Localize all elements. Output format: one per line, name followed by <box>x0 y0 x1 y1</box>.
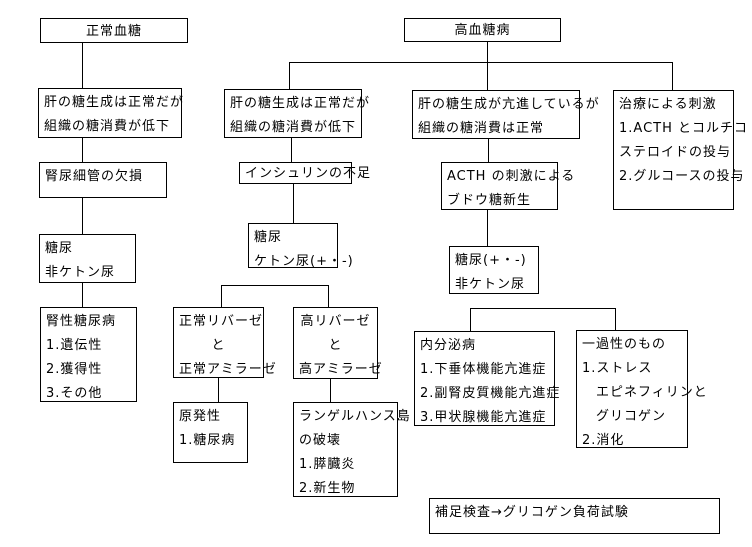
box-primary-diabetes-line-0: 原発性 <box>179 409 222 424</box>
box-endocrine-diseases-line-1: 1.下垂体機能亢進症 <box>420 362 547 377</box>
box-glycosuria-non-ketonuria-left-line-0: 糖尿 <box>45 241 74 256</box>
connector-vertical-7 <box>293 184 294 223</box>
box-acth-gluconeogenesis: ACTH の刺激によるブドウ糖新生 <box>441 162 576 210</box>
box-transient-causes: 一過性のもの 1.ストレス エピネフィリンと グリコゲン 2.消化 <box>576 330 708 448</box>
box-langerhans-islet-destruction-line-3: 2.新生物 <box>299 481 356 496</box>
box-treatment-stimulus-line-0: 治療による刺激 <box>619 97 717 112</box>
connector-vertical-6 <box>291 138 292 162</box>
box-langerhans-islet-destruction-line-1: の破壊 <box>299 433 342 448</box>
box-glycosuria-non-ketonuria-left-line-1: 非ケトン尿 <box>45 265 116 280</box>
box-treatment-stimulus-line-3: 2.グルコースの投与 <box>619 169 745 184</box>
box-renal-tubule-defect: 腎尿細管の欠損 <box>39 162 167 198</box>
box-transient-causes-line-1: 1.ストレス <box>582 361 653 376</box>
box-langerhans-islet-destruction-line-2: 1.膵臓炎 <box>299 457 356 472</box>
box-liver-increased-tissue-normal-line-0: 肝の糖生成が亢進しているが <box>418 97 600 112</box>
connector-vertical-3 <box>82 283 83 307</box>
box-liver-normal-tissue-low-left: 肝の糖生成は正常だが組織の糖消費が低下 <box>38 88 185 138</box>
box-normal-lipase-normal-amylase-line-1: と <box>211 338 226 353</box>
box-langerhans-islet-destruction: ランゲルハンス島の破壊 1.膵臓炎 2.新生物 <box>293 402 411 497</box>
box-acth-gluconeogenesis-line-1: ブドウ糖新生 <box>447 193 532 208</box>
box-transient-causes-line-3: グリコゲン <box>582 409 667 424</box>
box-primary-diabetes-line-1: 1.糖尿病 <box>179 433 236 448</box>
box-liver-normal-tissue-low-mid-line-0: 肝の糖生成は正常だが <box>230 96 371 111</box>
connector-vertical-16 <box>330 379 331 402</box>
box-glycosuria-non-ketonuria-left: 糖尿非ケトン尿 <box>39 234 136 283</box>
box-normal-lipase-normal-amylase: 正常リバーゼと正常アミラーゼ <box>173 307 276 378</box>
box-glycosuria-ketonuria-line-0: 糖尿 <box>254 230 283 245</box>
box-liver-normal-tissue-low-left-line-1: 組織の糖消費が低下 <box>44 119 171 134</box>
box-renal-glycosuria-disease-line-3: 3.その他 <box>46 386 103 401</box>
box-liver-increased-tissue-normal-line-1: 組織の糖消費は正常 <box>418 121 545 136</box>
box-glycosuria-non-ketonuria-right-line-1: 非ケトン尿 <box>455 277 526 292</box>
box-normal-blood-glucose-line-0: 正常血糖 <box>85 24 142 39</box>
box-insulin-deficiency: インシュリンの不足 <box>239 162 372 184</box>
box-insulin-deficiency-line-0: インシュリンの不足 <box>245 166 372 181</box>
box-transient-causes-line-2: エピネフィリンと <box>582 385 708 400</box>
connector-vertical-8 <box>487 42 488 90</box>
connector-vertical-9 <box>488 139 489 162</box>
box-langerhans-islet-destruction-line-0: ランゲルハンス島 <box>299 409 411 424</box>
box-endocrine-diseases-line-0: 内分泌病 <box>420 338 477 353</box>
box-endocrine-diseases: 内分泌病 1.下垂体機能亢進症 2.副腎皮質機能亢進症 3.甲状腺機能亢進症 <box>414 331 561 426</box>
box-liver-normal-tissue-low-mid: 肝の糖生成は正常だが組織の糖消費が低下 <box>224 89 371 138</box>
box-liver-normal-tissue-low-left-line-0: 肝の糖生成は正常だが <box>44 95 185 110</box>
box-renal-glycosuria-disease-line-1: 1.遺伝性 <box>46 338 103 353</box>
box-high-lipase-high-amylase-line-1: と <box>328 338 343 353</box>
connector-vertical-18 <box>470 308 471 332</box>
box-supplementary-test: 補足検査→グリコゲン負荷試験 <box>429 498 720 534</box>
connector-vertical-0 <box>82 43 83 88</box>
connector-vertical-19 <box>615 308 616 330</box>
connector-vertical-13 <box>221 285 222 307</box>
box-glycosuria-non-ketonuria-right: 糖尿(+・-) 非ケトン尿 <box>449 246 539 294</box>
box-renal-glycosuria-disease-line-0: 腎性糖尿病 <box>46 314 117 329</box>
connector-vertical-14 <box>328 285 329 307</box>
box-glycosuria-non-ketonuria-right-line-0: 糖尿(+・-) <box>455 253 527 268</box>
connector-vertical-11 <box>672 62 673 90</box>
box-high-lipase-high-amylase: 高リバーゼと高アミラーゼ <box>293 307 383 379</box>
box-hyperglycemia-disease: 高血糖病 <box>404 18 561 42</box>
box-endocrine-diseases-line-3: 3.甲状腺機能亢進症 <box>420 410 547 425</box>
box-hyperglycemia-disease-line-0: 高血糖病 <box>454 23 511 38</box>
box-renal-glycosuria-disease: 腎性糖尿病 1.遺伝性 2.獲得性 3.その他 <box>40 307 137 402</box>
box-normal-blood-glucose: 正常血糖 <box>40 18 188 43</box>
box-transient-causes-line-0: 一過性のもの <box>582 337 667 352</box>
box-normal-lipase-normal-amylase-line-2: 正常アミラーゼ <box>179 362 277 377</box>
connector-horizontal-4 <box>289 62 672 63</box>
connector-vertical-10 <box>487 210 488 246</box>
box-normal-lipase-normal-amylase-line-0: 正常リバーゼ <box>179 314 264 329</box>
box-acth-gluconeogenesis-line-0: ACTH の刺激による <box>447 169 576 184</box>
box-treatment-stimulus: 治療による刺激 1.ACTH とコルチコステロイドの投与 2.グルコースの投与 <box>613 90 748 210</box>
box-glycosuria-ketonuria: 糖尿ケトン尿(+・-) <box>248 223 353 269</box>
box-glycosuria-ketonuria-line-1: ケトン尿(+・-) <box>254 254 354 269</box>
connector-vertical-1 <box>82 137 83 162</box>
box-treatment-stimulus-line-1: 1.ACTH とコルチコ <box>619 121 748 136</box>
box-high-lipase-high-amylase-line-0: 高リバーゼ <box>300 314 371 329</box>
box-transient-causes-line-4: 2.消化 <box>582 433 625 448</box>
connector-vertical-15 <box>218 378 219 402</box>
box-renal-tubule-defect-line-0: 腎尿細管の欠損 <box>45 169 144 184</box>
box-renal-glycosuria-disease-line-2: 2.獲得性 <box>46 362 103 377</box>
box-liver-normal-tissue-low-mid-line-1: 組織の糖消費が低下 <box>230 120 357 135</box>
connector-vertical-2 <box>82 198 83 234</box>
box-treatment-stimulus-line-2: ステロイドの投与 <box>619 145 732 160</box>
connector-horizontal-12 <box>221 285 328 286</box>
box-supplementary-test-line-0: 補足検査→グリコゲン負荷試験 <box>435 505 629 520</box>
box-high-lipase-high-amylase-line-2: 高アミラーゼ <box>299 362 383 377</box>
box-primary-diabetes: 原発性 1.糖尿病 <box>173 402 248 463</box>
box-endocrine-diseases-line-2: 2.副腎皮質機能亢進症 <box>420 386 561 401</box>
connector-vertical-5 <box>289 62 290 89</box>
box-liver-increased-tissue-normal: 肝の糖生成が亢進しているが組織の糖消費は正常 <box>412 90 600 139</box>
connector-horizontal-17 <box>470 308 615 309</box>
